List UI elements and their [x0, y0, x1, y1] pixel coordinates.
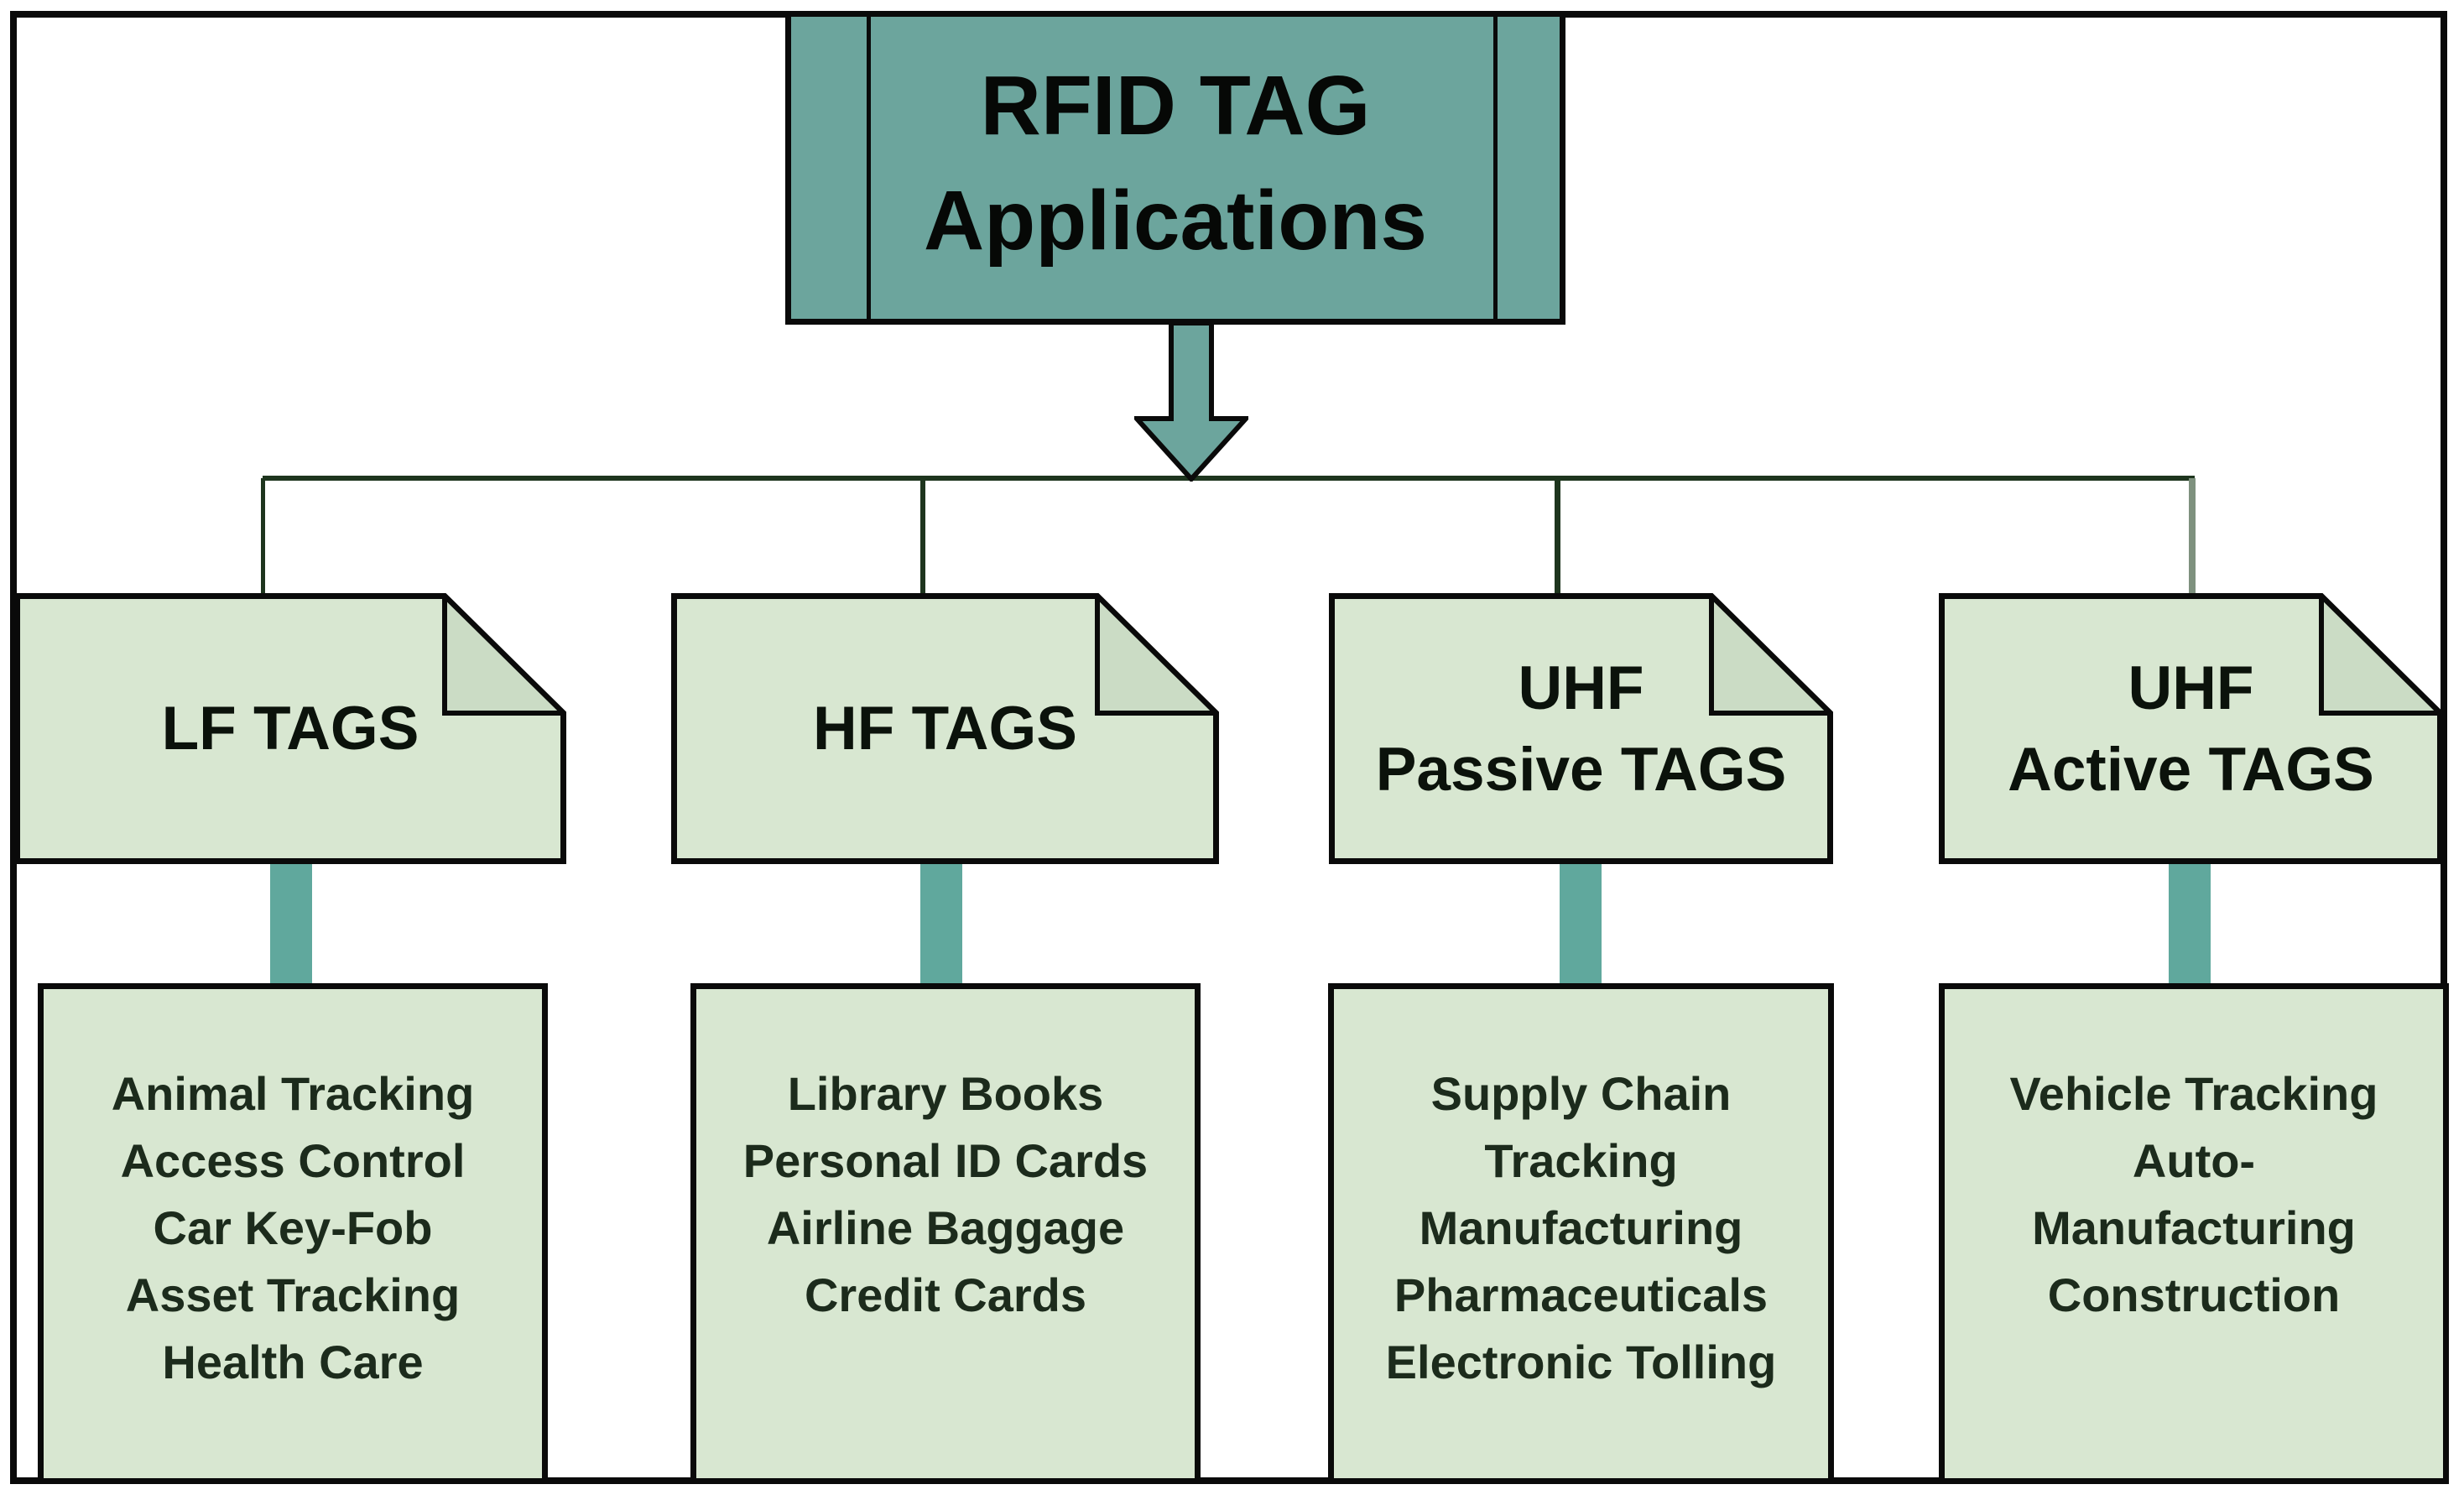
folded-corner-icon [1709, 593, 1833, 716]
connector-bar-uhf-passive [1560, 856, 1602, 990]
item-text: Auto- [2132, 1134, 2256, 1187]
title-line: RFID TAG [980, 59, 1371, 153]
item-text: Health Care [162, 1336, 424, 1388]
title-divider-right [1493, 17, 1498, 319]
connector-drop-line-uhf-active [2189, 478, 2196, 596]
item-text: Manufacturing [2032, 1201, 2356, 1254]
connector-drop-line-hf [920, 478, 925, 596]
item-text: Asset Tracking [125, 1268, 461, 1321]
item-text: Airline Baggage [766, 1201, 1125, 1254]
item-text: Vehicle Tracking [2009, 1067, 2378, 1120]
item-text: Car Key-Fob [153, 1201, 433, 1254]
title-divider-left [867, 17, 871, 319]
item-text: Pharmaceuticals [1393, 1268, 1769, 1321]
folded-corner-shape [1939, 593, 2443, 864]
folded-corner-shape [14, 593, 566, 864]
category-node-uhf-passive: UHF Passive TAGS [1329, 593, 1833, 864]
connector-bar-hf [920, 856, 962, 990]
title-line: Applications [923, 174, 1428, 268]
item-text: Personal ID Cards [742, 1134, 1149, 1187]
item-text: Manufacturing [1419, 1201, 1743, 1254]
folded-corner-shape [1329, 593, 1833, 864]
category-node-uhf-active: UHF Active TAGS [1939, 593, 2443, 864]
items-node-uhf-passive: Supply Chain Tracking Manufacturing Phar… [1328, 983, 1834, 1484]
items-node-hf: Library Books Personal ID Cards Airline … [690, 983, 1201, 1484]
item-text: Supply Chain [1430, 1067, 1732, 1120]
item-text: Construction [2047, 1268, 2341, 1321]
item-text: Library Books [787, 1067, 1104, 1120]
folded-corner-icon [442, 593, 566, 716]
connector-drop-line-lf [261, 478, 265, 596]
title-node: RFID TAG Applications [785, 11, 1565, 325]
down-arrow-icon [1134, 320, 1248, 482]
items-node-uhf-active: Vehicle Tracking Auto- Manufacturing Con… [1939, 983, 2449, 1484]
folded-corner-icon [1095, 593, 1219, 716]
item-text: Access Control [120, 1134, 466, 1187]
folded-corner-shape [671, 593, 1219, 864]
item-text: Credit Cards [804, 1268, 1087, 1321]
item-text: Tracking [1484, 1134, 1678, 1187]
connector-bar-uhf-active [2169, 856, 2211, 990]
category-node-lf: LF TAGS [14, 593, 566, 864]
connector-bar-lf [270, 856, 312, 990]
category-node-hf: HF TAGS [671, 593, 1219, 864]
items-node-lf: Animal Tracking Access Control Car Key-F… [38, 983, 548, 1484]
item-text: Electronic Tolling [1385, 1336, 1777, 1388]
connector-drop-line-uhf-passive [1555, 478, 1560, 596]
connector-horizontal-line [263, 476, 2195, 481]
folded-corner-icon [2319, 593, 2443, 716]
item-text: Animal Tracking [111, 1067, 475, 1120]
